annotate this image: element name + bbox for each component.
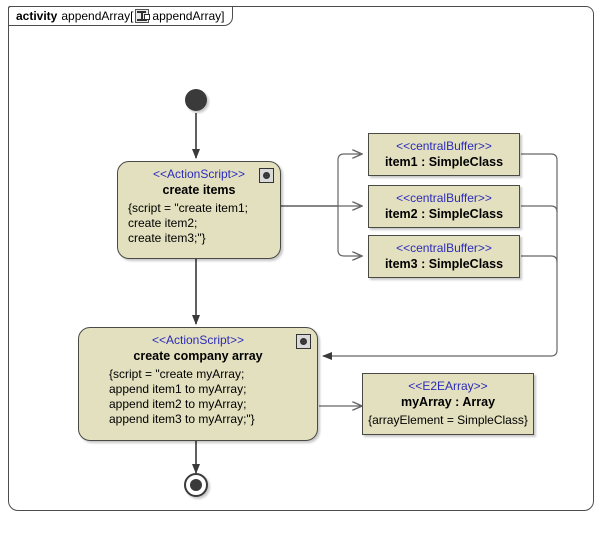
node-body: {script = "create myArray; append item1 … [109,367,255,426]
node-name: create company array [133,349,263,363]
script-badge-icon [296,334,311,349]
node-name: item1 : SimpleClass [384,155,504,169]
stereotype-label: <<centralBuffer>> [396,139,492,153]
node-name: item3 : SimpleClass [384,257,504,271]
frame-name: appendArray [61,9,131,23]
node-body: {arrayElement = SimpleClass} [368,413,528,427]
action-node-create-items[interactable]: <<ActionScript>> create items {script = … [117,161,281,259]
stereotype-label: <<E2EArray>> [408,379,488,393]
activity-final-node[interactable] [184,473,208,497]
frame-keyword: activity [16,9,58,23]
script-badge-icon [259,168,274,183]
node-name: myArray : Array [400,395,496,409]
node-name: create items [162,183,236,197]
node-body: {script = "create item1; create item2; c… [128,201,248,245]
node-name: item2 : SimpleClass [384,207,504,221]
central-buffer-item2[interactable]: <<centralBuffer>> item2 : SimpleClass [368,185,520,228]
frame-inner-name: appendArray [152,9,222,23]
frame-bracket-close: ] [221,9,225,23]
stereotype-label: <<centralBuffer>> [396,241,492,255]
activity-icon [135,9,151,23]
initial-node[interactable] [185,89,207,111]
frame-bracket-open: [ [130,9,134,23]
stereotype-label: <<centralBuffer>> [396,191,492,205]
central-buffer-item1[interactable]: <<centralBuffer>> item1 : SimpleClass [368,133,520,176]
stereotype-label: <<ActionScript>> [152,167,246,181]
stereotype-label: <<ActionScript>> [151,333,245,347]
object-node-my-array[interactable]: <<E2EArray>> myArray : Array {arrayEleme… [362,373,534,435]
activity-frame-header: activity appendArray [ appendArray ] [8,6,234,26]
central-buffer-item3[interactable]: <<centralBuffer>> item3 : SimpleClass [368,235,520,278]
action-node-create-company-array[interactable]: <<ActionScript>> create company array {s… [78,327,318,441]
